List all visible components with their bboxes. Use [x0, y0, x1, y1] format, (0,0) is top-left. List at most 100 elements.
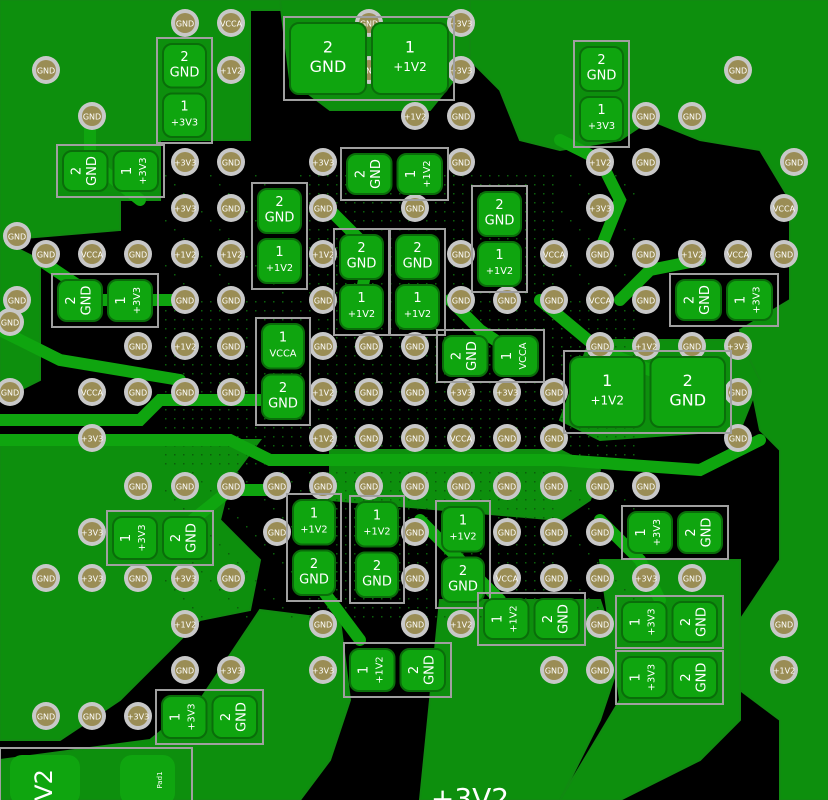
via[interactable]: +3V3	[124, 702, 152, 730]
via[interactable]: GND	[447, 148, 475, 176]
pad[interactable]: 1+3V3	[107, 279, 153, 322]
via[interactable]: +3V3	[171, 148, 199, 176]
via[interactable]: GND	[493, 518, 521, 546]
via[interactable]: GND	[171, 9, 199, 37]
via[interactable]: GND	[447, 102, 475, 130]
via[interactable]: GND	[401, 472, 429, 500]
via[interactable]: +3V3	[447, 9, 475, 37]
via[interactable]: +3V3	[493, 378, 521, 406]
via[interactable]: GND	[632, 286, 660, 314]
via[interactable]: GND	[0, 308, 24, 336]
via[interactable]: GND	[309, 332, 337, 360]
via[interactable]: +3V3	[78, 424, 106, 452]
via[interactable]: +1V2	[770, 656, 798, 684]
via[interactable]: GND	[678, 332, 706, 360]
via[interactable]: GND	[171, 378, 199, 406]
via[interactable]: GND	[309, 610, 337, 638]
pad[interactable]: 1+1V2	[349, 648, 396, 692]
via[interactable]: GND	[3, 222, 31, 250]
via[interactable]: +3V3	[171, 564, 199, 592]
via[interactable]: GND	[309, 472, 337, 500]
pad[interactable]: 1+1V2	[371, 22, 449, 95]
via[interactable]: GND	[586, 240, 614, 268]
via[interactable]: +3V3	[724, 332, 752, 360]
via[interactable]: +1V2	[217, 240, 245, 268]
via[interactable]: +1V2	[309, 424, 337, 452]
via[interactable]: GND	[0, 378, 24, 406]
via[interactable]: GND	[493, 424, 521, 452]
via[interactable]: VCCA	[540, 240, 568, 268]
via[interactable]: +3V3	[447, 56, 475, 84]
via[interactable]: +1V2	[678, 240, 706, 268]
via[interactable]: +1V2	[171, 610, 199, 638]
via[interactable]: GND	[540, 378, 568, 406]
via[interactable]: GND	[401, 564, 429, 592]
via[interactable]: GND	[124, 378, 152, 406]
via[interactable]: +1V2	[171, 332, 199, 360]
pad[interactable]: 1+1V2	[395, 284, 440, 330]
via[interactable]: GND	[32, 702, 60, 730]
via[interactable]: GND	[124, 472, 152, 500]
via[interactable]: GND	[724, 378, 752, 406]
via[interactable]: VCCA	[78, 240, 106, 268]
via[interactable]: GND	[770, 610, 798, 638]
pad[interactable]: 1+1V2	[257, 238, 302, 284]
via[interactable]: GND	[124, 240, 152, 268]
via[interactable]: GND	[401, 610, 429, 638]
via[interactable]: GND	[355, 332, 383, 360]
via[interactable]: +3V3	[309, 148, 337, 176]
via[interactable]: GND	[3, 286, 31, 314]
via[interactable]: GND	[309, 286, 337, 314]
via[interactable]: GND	[493, 472, 521, 500]
via[interactable]: GND	[171, 472, 199, 500]
via[interactable]: GND	[447, 472, 475, 500]
via[interactable]: GND	[217, 564, 245, 592]
via[interactable]: GND	[263, 518, 291, 546]
via[interactable]: GND	[540, 472, 568, 500]
via[interactable]: GND	[586, 656, 614, 684]
via[interactable]: GND	[780, 148, 808, 176]
via[interactable]: GND	[540, 518, 568, 546]
via[interactable]: GND	[586, 472, 614, 500]
pad[interactable]: 1+3V3	[726, 279, 773, 321]
via[interactable]: GND	[678, 102, 706, 130]
pad[interactable]: 1+1V2	[441, 506, 485, 553]
pad[interactable]: 1+1V2	[339, 284, 384, 330]
pad[interactable]: 1+1V2	[477, 241, 522, 287]
via[interactable]: GND	[217, 148, 245, 176]
via[interactable]: GND	[309, 194, 337, 222]
via[interactable]: +1V2	[586, 148, 614, 176]
via[interactable]: GND	[78, 102, 106, 130]
via[interactable]: GND	[401, 332, 429, 360]
via[interactable]: VCCA	[217, 9, 245, 37]
